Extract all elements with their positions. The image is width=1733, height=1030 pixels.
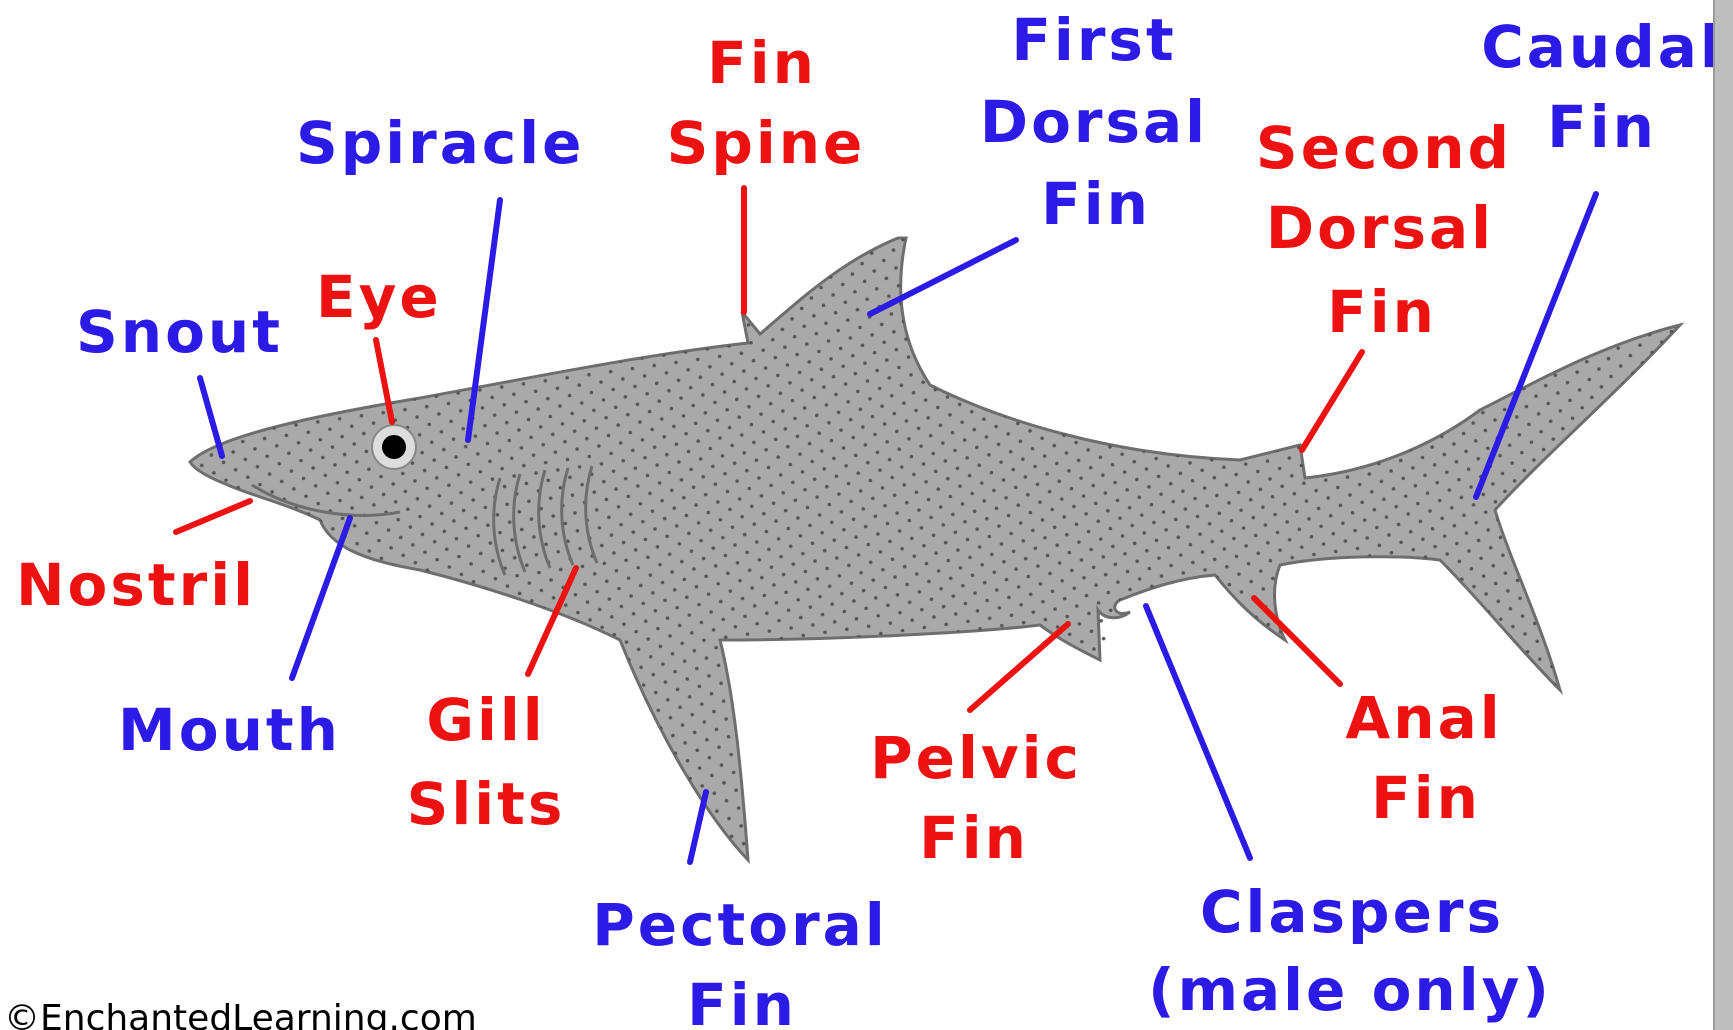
label-fin-spine-line2: Spine [667,109,866,177]
label-claspers-line1: Claspers [1200,878,1504,946]
label-spiracle: Spiracle [296,109,585,177]
label-second-dorsal-fin-line2: Dorsal [1266,194,1494,262]
label-pelvic-fin-line1: Pelvic [870,724,1082,792]
anal-fin-pointer [1254,598,1340,684]
label-anal-fin-line2: Fin [1371,764,1481,832]
mouth-pointer [292,518,350,678]
nostril-pointer [176,501,250,532]
label-caudal-fin-line2: Fin [1547,93,1657,161]
label-gill-slits-line1: Gill [426,686,545,754]
label-claspers-line2: (male only) [1148,956,1552,1024]
label-second-dorsal-fin-line3: Fin [1327,278,1437,346]
shark-eye-pupil [382,435,406,459]
claspers-pointer [1146,606,1250,858]
window-edge-scrollbar [1713,0,1733,1030]
label-second-dorsal-fin-line1: Second [1256,114,1512,182]
label-eye: Eye [316,263,442,331]
pelvic-fin-pointer [970,624,1068,710]
label-mouth: Mouth [118,696,341,764]
label-first-dorsal-fin-line3: Fin [1041,170,1151,238]
label-anal-fin-line1: Anal [1345,684,1502,752]
label-first-dorsal-fin-line2: Dorsal [980,88,1208,156]
label-snout: Snout [76,298,283,366]
pectoral-fin-pointer [690,792,706,862]
label-caudal-fin-line1: Caudal [1481,13,1723,81]
label-pectoral-fin-line1: Pectoral [592,891,887,959]
second-dorsal-fin-pointer [1302,352,1362,450]
label-fin-spine-line1: Fin [707,29,817,97]
copyright-notice: ©EnchantedLearning.com [4,998,477,1030]
snout-pointer [200,378,222,456]
label-nostril: Nostril [16,551,256,619]
label-pelvic-fin-line2: Fin [919,804,1029,872]
label-pectoral-fin-line2: Fin [687,971,797,1030]
label-first-dorsal-fin-line1: First [1011,6,1176,74]
label-gill-slits-line2: Slits [407,770,566,838]
